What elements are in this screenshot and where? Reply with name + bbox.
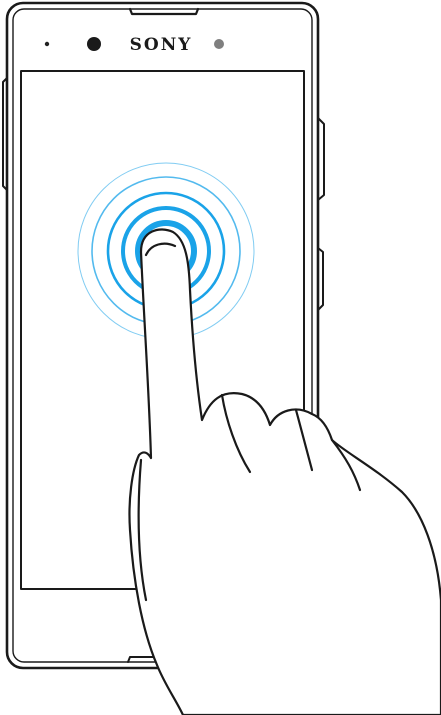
light-sensor	[214, 39, 224, 49]
proximity-sensor-dot	[45, 42, 49, 46]
front-camera	[87, 37, 101, 51]
brand-logo: SONY	[130, 35, 193, 55]
